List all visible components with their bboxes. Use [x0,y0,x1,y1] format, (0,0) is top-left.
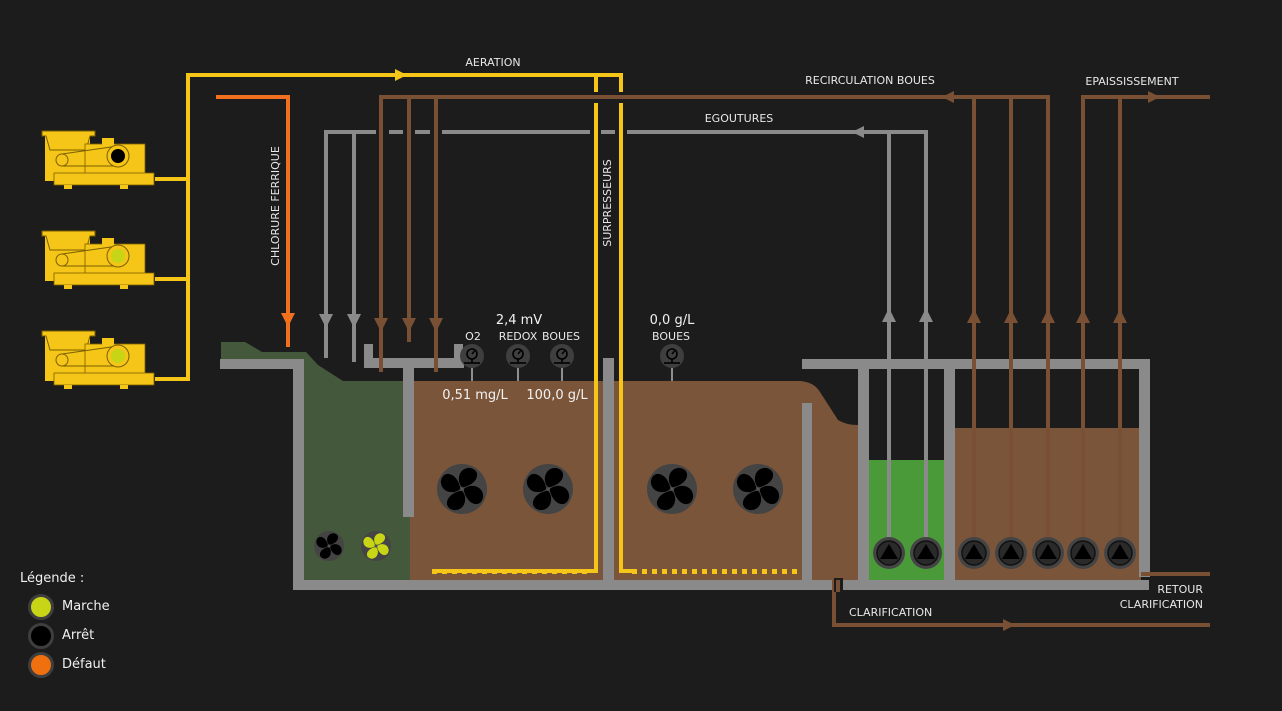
sensor-o2-label: O2 [465,330,481,343]
legend-label: Défaut [62,657,106,672]
clarifier-pump-1[interactable] [872,536,906,570]
legend-item-defaut: Défaut [28,650,110,679]
diffuser-dot [712,569,717,574]
sludge-pump-1[interactable] [957,536,991,570]
diffuser-dot [762,569,767,574]
sensor-boues-2[interactable]: BOUES 0,0 g/L [650,313,695,381]
clarification-outlet [836,580,840,592]
aeration-flow-arrow [395,69,407,81]
marche-status-icon [28,593,54,620]
sensor-redox-label: REDOX [499,330,538,343]
clarifier-pump-2[interactable] [909,536,943,570]
sensor-boues-2-value: 0,0 g/L [650,313,695,328]
anoxic-liquid [221,342,410,580]
mixer-4[interactable] [523,464,573,514]
sensor-boues-1-value: 100,0 g/L [526,388,588,403]
sensor-redox[interactable]: REDOX 2,4 mV [496,313,542,381]
diffuser-dot [702,569,707,574]
blower-3[interactable] [41,330,155,389]
legend-label: Marche [62,599,110,614]
sensor-boues-1-label: BOUES [542,330,580,343]
aeration-liquid [410,381,858,580]
egouttures-arrows [319,126,933,328]
blower-status-icon [111,349,125,363]
sensor-boues-1[interactable]: BOUES 100,0 g/L [526,330,588,403]
arret-status-icon [28,622,54,649]
mixer-1[interactable] [314,531,344,561]
sludge-pump-3[interactable] [1031,536,1065,570]
clarification-label: CLARIFICATION [849,606,932,619]
diffuser-dot [742,569,747,574]
blower-status-icon [111,149,125,163]
blower-status-icon [111,249,125,263]
retour-label-1: RETOUR [1157,583,1203,596]
mixer-6[interactable] [733,464,783,514]
aeration-pipe [155,73,636,573]
chlorure-pipe [216,95,295,347]
diffuser-dot [732,569,737,574]
diffuser-dot [752,569,757,574]
diffuser-dot [672,569,677,574]
sensor-boues-2-label: BOUES [652,330,690,343]
blower-1[interactable] [41,130,155,189]
diffuser-dot [692,569,697,574]
sludge-pump-4[interactable] [1066,536,1100,570]
blower-2[interactable] [41,230,155,289]
legend-item-marche: Marche [28,592,110,621]
chlorure-label: CHLORURE FERRIQUE [269,146,282,266]
sludge-pump-5[interactable] [1103,536,1137,570]
sensor-o2[interactable]: O2 0,51 mg/L [442,330,508,403]
recirculation-label: RECIRCULATION BOUES [805,74,935,87]
retour-label-2: CLARIFICATION [1120,598,1203,611]
legend: Légende : Marche Arrêt Défaut [20,571,110,679]
mixer-5[interactable] [647,464,697,514]
legend-title: Légende : [20,571,85,586]
sensor-o2-value: 0,51 mg/L [442,388,508,403]
diffuser-dot [642,569,647,574]
diffuser-dot [792,569,797,574]
egouttures-pipe [324,130,928,540]
diffuser-dot [652,569,657,574]
egouttures-label: EGOUTURES [705,112,774,125]
legend-item-arret: Arrêt [28,621,110,650]
diffuser-dot [682,569,687,574]
surpresseurs-label: SURPRESSEURS [601,159,614,247]
diffuser-dot [772,569,777,574]
recirculation-arrows [374,91,1160,631]
mixer-2[interactable] [361,531,391,561]
legend-label: Arrêt [62,628,95,643]
mixer-3[interactable] [437,464,487,514]
epaississement-label: EPAISSISSEMENT [1085,75,1178,88]
defaut-status-icon [28,651,54,678]
diffuser-dot [662,569,667,574]
sludge-pump-2[interactable] [994,536,1028,570]
diffuser-grid-2 [632,569,797,574]
sensor-redox-value: 2,4 mV [496,313,542,328]
diffuser-dot [782,569,787,574]
aeration-label: AERATION [465,56,520,69]
diffuser-dot [722,569,727,574]
